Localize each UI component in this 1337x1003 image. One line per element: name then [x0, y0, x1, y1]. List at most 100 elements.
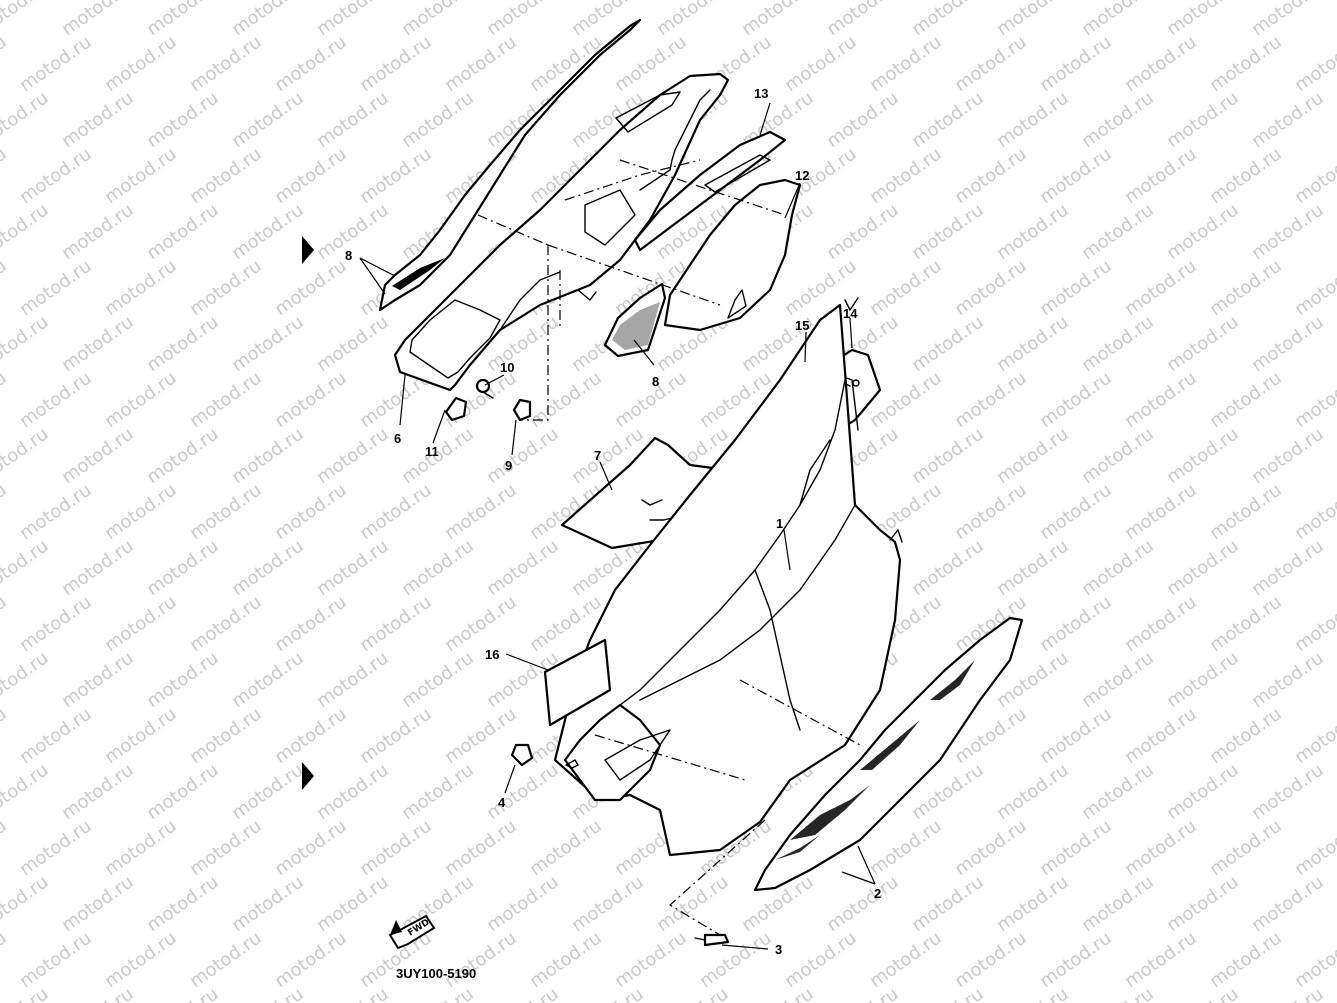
watermark-text: motod.ru: [1163, 536, 1243, 601]
callout-13: 13: [754, 86, 768, 101]
watermark-text: motod.ru: [1333, 88, 1337, 153]
watermark-text: motod.ru: [0, 648, 53, 713]
part-8-emblem-left: [378, 18, 642, 312]
watermark-text: motod.ru: [101, 256, 181, 321]
part-13-rear-trim: [633, 130, 787, 252]
watermark-text: motod.ru: [0, 480, 11, 545]
watermark-text: motod.ru: [823, 872, 903, 937]
watermark-text: motod.ru: [58, 200, 138, 265]
watermark-text: motod.ru: [271, 480, 351, 545]
part-2-emblem-lower: [753, 616, 1024, 892]
part-11-grommet: [444, 396, 468, 422]
callout-10: 10: [500, 360, 514, 375]
watermark-text: motod.ru: [16, 928, 96, 993]
watermark-text: motod.ru: [1248, 984, 1328, 1003]
watermark-text: motod.ru: [1333, 760, 1337, 825]
watermark-text: motod.ru: [143, 760, 223, 825]
watermark-text: motod.ru: [228, 312, 308, 377]
watermark-text: motod.ru: [611, 928, 691, 993]
callout-2: 2: [874, 886, 881, 901]
watermark-text: motod.ru: [58, 760, 138, 825]
watermark-text: motod.ru: [1036, 256, 1116, 321]
watermark-text: motod.ru: [186, 816, 266, 881]
watermark-text: motod.ru: [993, 536, 1073, 601]
callout-7: 7: [594, 448, 601, 463]
watermark-text: motod.ru: [143, 872, 223, 937]
watermark-text: motod.ru: [1206, 928, 1286, 993]
watermark-text: motod.ru: [908, 200, 988, 265]
watermark-text: motod.ru: [271, 592, 351, 657]
watermark-text: motod.ru: [186, 592, 266, 657]
watermark-text: motod.ru: [143, 88, 223, 153]
watermark-text: motod.ru: [866, 928, 946, 993]
watermark-text: motod.ru: [441, 480, 521, 545]
watermark-text: motod.ru: [866, 144, 946, 209]
watermark-text: motod.ru: [101, 32, 181, 97]
watermark-text: motod.ru: [1121, 368, 1201, 433]
watermark-text: motod.ru: [58, 424, 138, 489]
watermark-text: motod.ru: [951, 816, 1031, 881]
watermark-text: motod.ru: [866, 32, 946, 97]
watermark-text: motod.ru: [908, 536, 988, 601]
watermark-text: motod.ru: [1078, 312, 1158, 377]
watermark-text: motod.ru: [1206, 480, 1286, 545]
watermark-text: motod.ru: [908, 312, 988, 377]
watermark-text: motod.ru: [271, 144, 351, 209]
watermark-text: motod.ru: [228, 648, 308, 713]
callout-15: 15: [795, 318, 809, 333]
watermark-text: motod.ru: [0, 872, 53, 937]
watermark-text: motod.ru: [356, 480, 436, 545]
part-9-nut: [512, 398, 532, 422]
watermark-text: motod.ru: [1291, 592, 1337, 657]
callout-3: 3: [775, 942, 782, 957]
watermark-text: motod.ru: [143, 312, 223, 377]
watermark-text: motod.ru: [0, 816, 11, 881]
watermark-text: motod.ru: [228, 0, 308, 40]
alignment-lines: [477, 159, 861, 936]
watermark-text: motod.ru: [1291, 704, 1337, 769]
watermark-text: motod.ru: [228, 760, 308, 825]
watermark-text: motod.ru: [1036, 368, 1116, 433]
watermark-text: motod.ru: [1248, 872, 1328, 937]
watermark-text: motod.ru: [1248, 200, 1328, 265]
watermark-text: motod.ru: [1206, 704, 1286, 769]
part-12-rear-side-cover: [663, 178, 802, 332]
watermark-text: motod.ru: [186, 256, 266, 321]
watermark-text: motod.ru: [1121, 480, 1201, 545]
watermark-text: motod.ru: [0, 536, 53, 601]
watermark-text: motod.ru: [1333, 872, 1337, 937]
watermark-text: motod.ru: [313, 984, 393, 1003]
watermark-text: motod.ru: [1333, 312, 1337, 377]
watermark-text: motod.ru: [1206, 144, 1286, 209]
watermark-text: motod.ru: [58, 0, 138, 40]
watermark-text: motod.ru: [186, 32, 266, 97]
watermark-text: motod.ru: [1036, 704, 1116, 769]
watermark-text: motod.ru: [186, 144, 266, 209]
forward-arrow-icon: FWD: [388, 914, 436, 950]
watermark-text: motod.ru: [951, 928, 1031, 993]
callout-14: 14: [843, 306, 858, 321]
watermark-text: motod.ru: [1078, 0, 1158, 40]
watermark-text: motod.ru: [1248, 0, 1328, 40]
watermark-text: motod.ru: [653, 872, 733, 937]
watermark-text: motod.ru: [228, 984, 308, 1003]
watermark-text: motod.ru: [1248, 648, 1328, 713]
watermark-text: motod.ru: [483, 88, 563, 153]
watermark-text: motod.ru: [16, 592, 96, 657]
watermark-text: motod.ru: [398, 88, 478, 153]
watermark-text: motod.ru: [993, 88, 1073, 153]
watermark-text: motod.ru: [1036, 144, 1116, 209]
watermark-text: motod.ru: [1333, 648, 1337, 713]
watermark-text: motod.ru: [993, 984, 1073, 1003]
watermark-text: motod.ru: [823, 0, 903, 40]
watermark-text: motod.ru: [1036, 32, 1116, 97]
watermark-text: motod.ru: [1163, 200, 1243, 265]
watermark-text: motod.ru: [1163, 312, 1243, 377]
watermark-text: motod.ru: [228, 200, 308, 265]
watermark-text: motod.ru: [951, 256, 1031, 321]
watermark-text: motod.ru: [993, 0, 1073, 40]
watermark-text: motod.ru: [653, 984, 733, 1003]
watermark-text: motod.ru: [1333, 200, 1337, 265]
callout-11: 11: [425, 444, 439, 459]
watermark-text: motod.ru: [398, 536, 478, 601]
